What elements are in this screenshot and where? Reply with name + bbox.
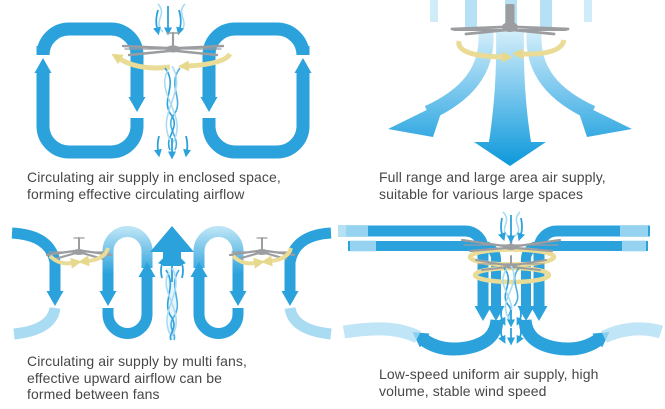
edge-circulation-left bbox=[11, 227, 64, 340]
full-range-supply-illustration bbox=[388, 0, 632, 166]
circulation-loop-right bbox=[190, 226, 247, 339]
caption-line: effective upward airflow can be bbox=[27, 369, 223, 386]
caption-line: Low-speed uniform air supply, high bbox=[379, 366, 599, 382]
panel-caption-low-speed: Low-speed uniform air supply, high volum… bbox=[379, 366, 598, 399]
panel-caption-full-range: Full range and large area air supply, su… bbox=[379, 169, 606, 202]
caption-line: Full range and large area air supply, bbox=[379, 169, 606, 185]
caption-line: suitable for various large spaces bbox=[379, 185, 584, 202]
updraft-arrow-icon bbox=[150, 226, 194, 340]
edge-circulation-right bbox=[281, 227, 332, 340]
caption-line: forming effective circulating airflow bbox=[27, 185, 245, 202]
ceiling-fan-icon-upper bbox=[460, 234, 562, 253]
circulation-loop-left bbox=[34, 22, 146, 159]
enclosed-space-circulation-illustration bbox=[34, 3, 312, 160]
outflow-arrows-icon bbox=[388, 30, 632, 166]
ceiling-fan-icon-lower bbox=[475, 255, 547, 271]
updraft-helix-icon bbox=[165, 267, 180, 341]
ceiling-fan-icon-left bbox=[45, 237, 113, 261]
multi-fan-circulation-illustration bbox=[11, 226, 332, 341]
caption-line: Circulating air supply by multi fans, bbox=[27, 353, 248, 369]
rotation-arrows-icon bbox=[111, 52, 233, 72]
panel-caption-multi-fans: Circulating air supply by multi fans, ef… bbox=[27, 353, 247, 403]
downdraft-helix-icon bbox=[153, 65, 192, 160]
ceiling-fan-icon bbox=[121, 31, 225, 57]
circulation-loop-left bbox=[99, 226, 156, 339]
low-speed-uniform-supply-illustration bbox=[338, 211, 663, 356]
downdraft-helix-icon bbox=[498, 265, 524, 346]
rotation-arrows-icon-right bbox=[231, 247, 293, 269]
intake-airflow-icon bbox=[498, 211, 525, 244]
panel-caption-enclosed-space: Circulating air supply in enclosed space… bbox=[27, 169, 281, 202]
caption-line: volume, stable wind speed bbox=[379, 382, 547, 399]
intake-airflow-icon bbox=[152, 3, 186, 36]
outflow-arrows-icon bbox=[342, 319, 663, 356]
caption-line: Circulating air supply in enclosed space… bbox=[27, 169, 281, 185]
rotation-arrows-icon-left bbox=[48, 247, 110, 269]
circulation-loop-right bbox=[200, 22, 312, 159]
caption-line: formed between fans bbox=[27, 386, 160, 402]
ceiling-fan-icon bbox=[450, 4, 570, 36]
rotation-ring-icon bbox=[456, 39, 567, 63]
